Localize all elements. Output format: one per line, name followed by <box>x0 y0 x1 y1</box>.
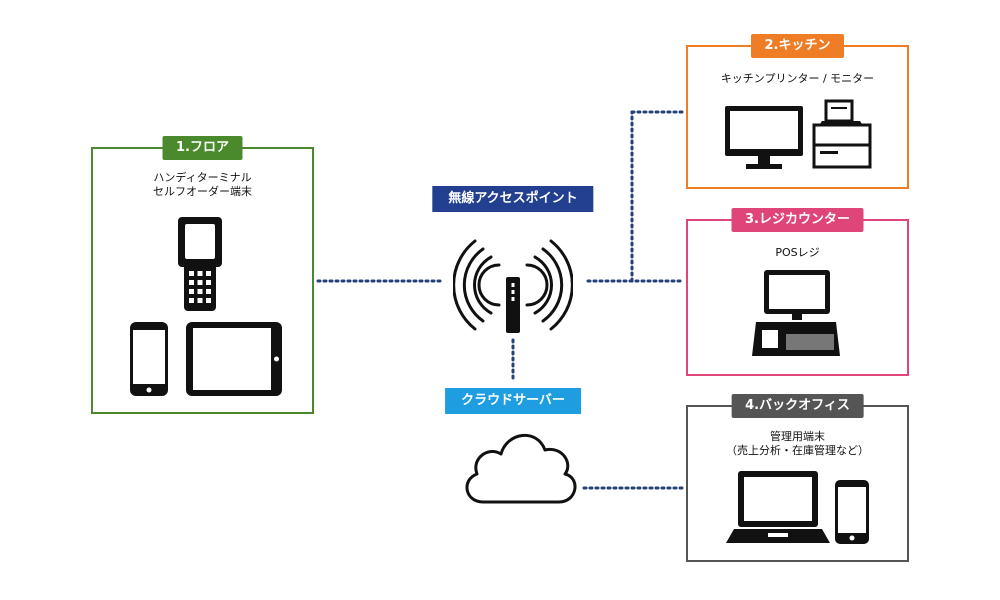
floor-caption-line1: ハンディターミナル <box>153 171 252 184</box>
register-box: 3.レジカウンター POSレジ <box>686 208 909 376</box>
access-point-label: 無線アクセスポイント <box>432 186 594 212</box>
cloud-icon <box>465 433 577 504</box>
handy-terminal-icon <box>178 217 222 311</box>
backoffice-label: 4.バックオフィス <box>731 394 864 418</box>
floor-caption-line2: セルフオーダー端末 <box>153 185 252 198</box>
register-label: 3.レジカウンター <box>731 208 864 232</box>
kitchen-caption: キッチンプリンター / モニター <box>720 72 875 85</box>
monitor-icon <box>725 106 803 169</box>
kitchen-box: 2.キッチン キッチンプリンター / モニター <box>686 34 909 189</box>
backoffice-box: 4.バックオフィス 管理用端末 （売上分析・在庫管理など） <box>686 394 909 562</box>
kitchen-printer-icon <box>812 99 872 169</box>
tablet-icon <box>186 322 282 396</box>
wireless-access-point-icon <box>453 239 573 333</box>
register-caption: POSレジ <box>775 246 820 259</box>
backoffice-caption-line1: 管理用端末 <box>770 430 825 443</box>
laptop-icon <box>726 471 830 543</box>
kitchen-label: 2.キッチン <box>750 34 845 58</box>
smartphone-icon <box>130 322 168 396</box>
cloud-server-label: クラウドサーバー <box>445 388 581 414</box>
floor-label: 1.フロア <box>162 136 243 160</box>
pos-register-icon <box>752 270 840 356</box>
backoffice-caption-line2: （売上分析・在庫管理など） <box>726 444 869 457</box>
floor-box: 1.フロア ハンディターミナル セルフオーダー端末 <box>91 136 314 414</box>
backoffice-smartphone-icon <box>835 480 869 544</box>
